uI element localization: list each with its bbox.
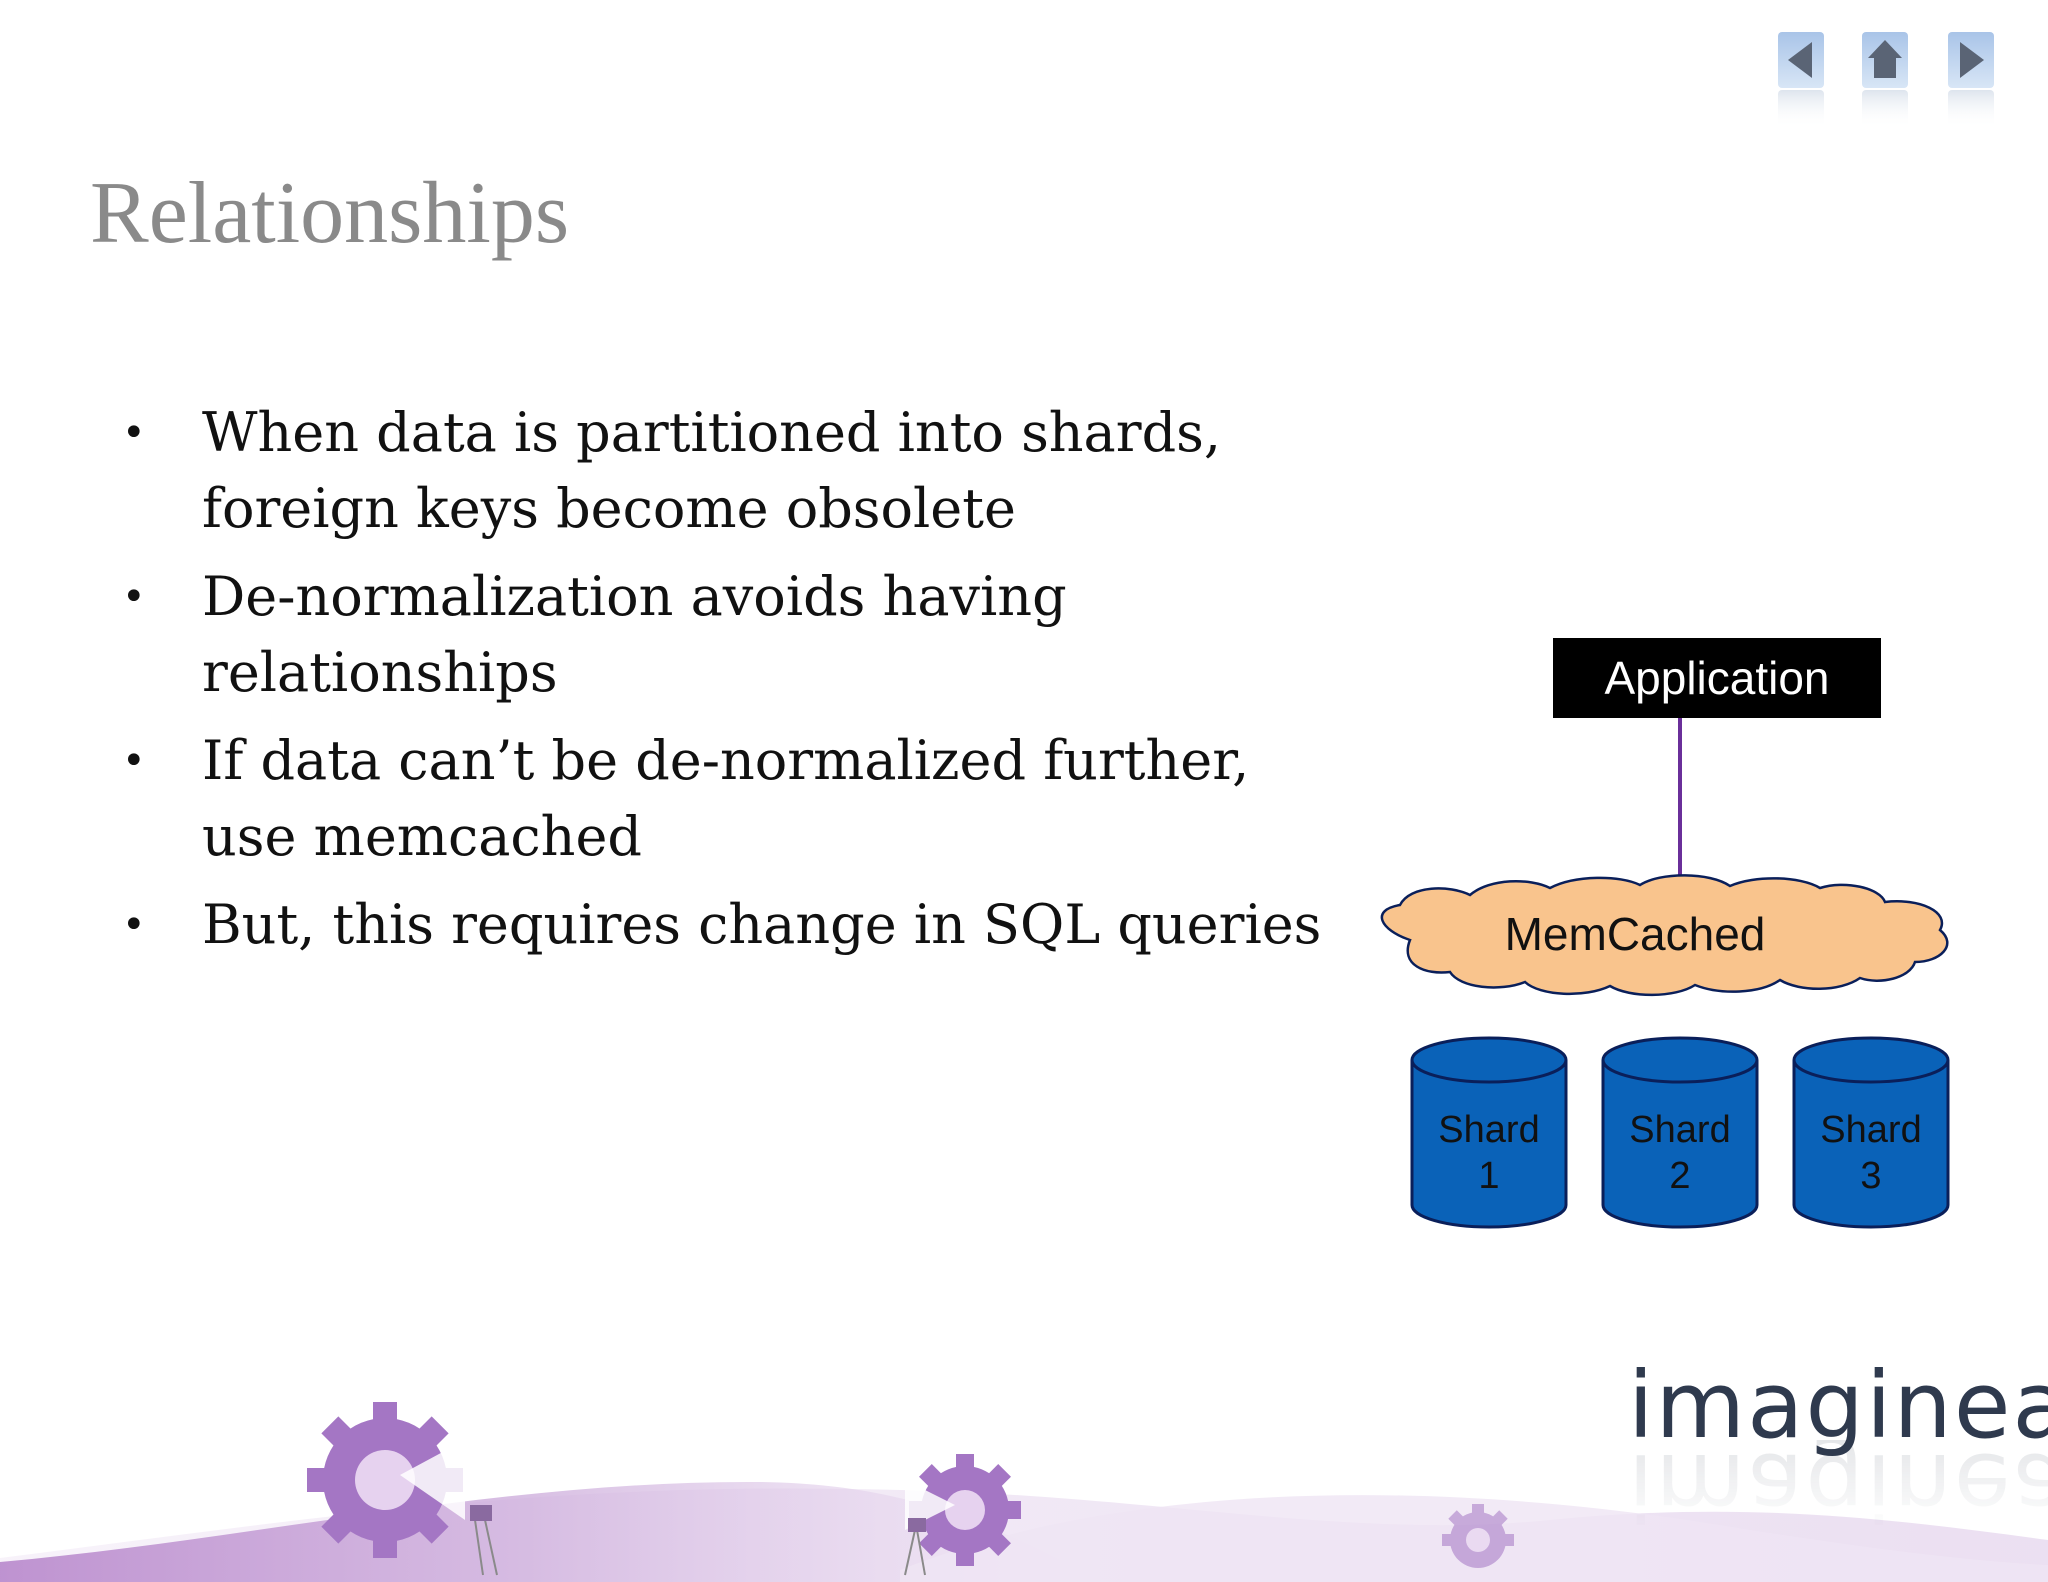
- shard-cylinder: Shard 1: [1410, 1036, 1568, 1229]
- application-box: Application: [1553, 638, 1881, 718]
- previous-slide-button[interactable]: [1778, 32, 1824, 130]
- bullet-item: • De-normalization avoids having relatio…: [110, 559, 1360, 711]
- architecture-diagram: Application MemCached Shard 1 Shard 2: [1340, 620, 1980, 1240]
- footer-decoration: [0, 1370, 2048, 1582]
- gear-icon: [1442, 1504, 1514, 1568]
- home-button[interactable]: [1862, 32, 1908, 130]
- slide-title: Relationships: [90, 165, 570, 262]
- tripod-figure-icon: [904, 1518, 926, 1576]
- bullet-text: If data can’t be de-normalized further, …: [202, 729, 1250, 868]
- shard-cylinder: Shard 2: [1601, 1036, 1759, 1229]
- bullet-item: • But, this requires change in SQL queri…: [110, 887, 1360, 963]
- imaginea-logo-reflection: imaginea: [1628, 1433, 2048, 1540]
- triangle-left-icon: [1778, 32, 1824, 128]
- bullet-text: When data is partitioned into shards, fo…: [202, 401, 1222, 540]
- next-slide-button[interactable]: [1948, 32, 1994, 130]
- home-icon: [1862, 32, 1908, 128]
- bullet-list: • When data is partitioned into shards, …: [110, 395, 1360, 975]
- shard-number: 2: [1669, 1155, 1690, 1197]
- gear-icon: [905, 1454, 1021, 1566]
- shard-label: Shard: [1629, 1109, 1730, 1151]
- shard-cylinder: Shard 3: [1792, 1036, 1950, 1229]
- bullet-dot-icon: •: [122, 410, 146, 456]
- memcached-label: MemCached: [1505, 908, 1766, 960]
- tripod-figure-icon: [470, 1505, 498, 1576]
- triangle-right-icon: [1948, 32, 1994, 128]
- shard-label: Shard: [1820, 1109, 1921, 1151]
- bullet-text: De-normalization avoids having relations…: [202, 565, 1067, 704]
- bullet-item: • If data can’t be de-normalized further…: [110, 723, 1360, 875]
- bullet-item: • When data is partitioned into shards, …: [110, 395, 1360, 547]
- gear-icon: [307, 1402, 465, 1558]
- imaginea-logo: imaginea: [1628, 1352, 2048, 1459]
- arrow-connector: [1672, 718, 1688, 897]
- shard-number: 3: [1860, 1155, 1881, 1197]
- application-label: Application: [1604, 652, 1829, 704]
- shard-number: 1: [1478, 1155, 1499, 1197]
- shard-label: Shard: [1438, 1109, 1539, 1151]
- bullet-dot-icon: •: [122, 902, 146, 948]
- memcached-cloud: MemCached: [1380, 874, 1949, 997]
- bullet-text: But, this requires change in SQL queries: [202, 893, 1322, 956]
- bullet-dot-icon: •: [122, 574, 146, 620]
- bullet-dot-icon: •: [122, 738, 146, 784]
- swoosh-shape: [0, 1481, 1060, 1582]
